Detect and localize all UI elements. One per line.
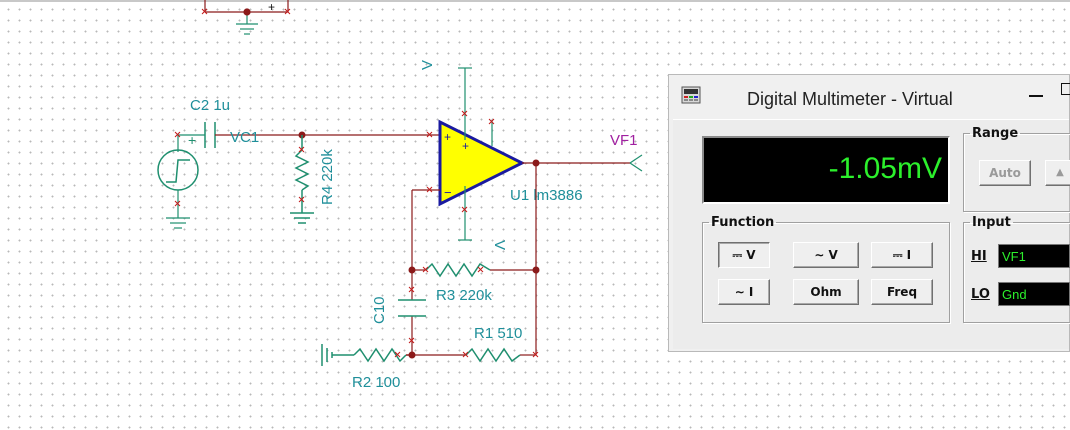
readout-value: -1.05mV xyxy=(828,152,942,185)
label-vneg: V xyxy=(491,240,508,250)
ac-current-button[interactable]: ∼ I xyxy=(718,279,770,305)
label-r3: R3 220k xyxy=(436,287,492,304)
input-group: Input xyxy=(963,215,1070,323)
ohm-button[interactable]: Ohm xyxy=(793,279,859,305)
c2-plus-mark: + xyxy=(188,132,196,148)
resistor-r1[interactable] xyxy=(465,347,521,363)
multimeter-titlebar[interactable]: Digital Multimeter - Virtual xyxy=(669,75,1070,117)
opamp-minus-pin: − xyxy=(444,185,452,200)
label-r1: R1 510 xyxy=(474,325,522,342)
label-vf1: VF1 xyxy=(610,132,638,149)
dc-current-button[interactable]: ⎓ I xyxy=(871,242,933,268)
function-legend: Function xyxy=(711,215,775,230)
resistor-r2[interactable] xyxy=(321,344,412,366)
multimeter-app-icon xyxy=(681,86,701,104)
top-border xyxy=(0,0,1070,2)
range-up-button[interactable]: ▲ xyxy=(1045,160,1070,186)
top-plus-mark: + xyxy=(268,0,275,14)
label-c10: C10 xyxy=(371,296,388,324)
pin-markers xyxy=(174,8,539,358)
readout-display: -1.05mV xyxy=(702,136,950,204)
hi-input-field[interactable]: VF1 xyxy=(998,244,1070,268)
function-group: Function xyxy=(702,215,950,323)
label-c2: C2 1u xyxy=(190,97,230,114)
lo-label: LO xyxy=(971,287,990,302)
range-legend: Range xyxy=(972,126,1019,141)
junction-r3 xyxy=(408,266,416,274)
capacitor-c2[interactable] xyxy=(204,122,302,148)
feedback-wires[interactable] xyxy=(411,163,537,356)
maximize-button[interactable] xyxy=(1061,83,1070,95)
lo-input-field[interactable]: Gnd xyxy=(998,282,1070,306)
opamp-u1[interactable] xyxy=(412,67,630,241)
multimeter-panel: -1.05mV Function ⎓ V ∼ V ⎓ I ∼ I Ohm Fre… xyxy=(673,119,1070,349)
capacitor-c10[interactable] xyxy=(398,299,426,317)
input-legend: Input xyxy=(972,215,1011,230)
label-vpos: V xyxy=(419,60,436,70)
range-group: Range xyxy=(963,126,1070,212)
dc-voltage-button[interactable]: ⎓ V xyxy=(718,242,770,268)
resistor-r3[interactable] xyxy=(425,262,491,278)
multimeter-window[interactable]: Digital Multimeter - Virtual -1.05mV Fun… xyxy=(668,74,1070,352)
opamp-vpos-pin: + xyxy=(462,139,469,153)
label-vc1: VC1 xyxy=(230,129,259,146)
label-r4: R4 220k xyxy=(319,149,336,205)
label-r2: R2 100 xyxy=(352,374,400,391)
opamp-plus-pin: + xyxy=(444,130,451,144)
top-ground-fragment[interactable] xyxy=(204,0,289,35)
voltage-source-vc1[interactable] xyxy=(157,134,205,229)
ac-voltage-button[interactable]: ∼ V xyxy=(793,242,859,268)
hi-label: HI xyxy=(971,249,987,264)
probe-vf1[interactable] xyxy=(629,154,643,172)
range-auto-button[interactable]: Auto xyxy=(979,160,1031,186)
label-u1: U1 lm3886 xyxy=(510,187,583,204)
multimeter-title: Digital Multimeter - Virtual xyxy=(747,89,953,109)
junction-r3-out xyxy=(532,266,540,274)
minimize-button[interactable] xyxy=(1029,95,1043,97)
freq-button[interactable]: Freq xyxy=(871,279,933,305)
resistor-r4[interactable] xyxy=(290,135,314,224)
